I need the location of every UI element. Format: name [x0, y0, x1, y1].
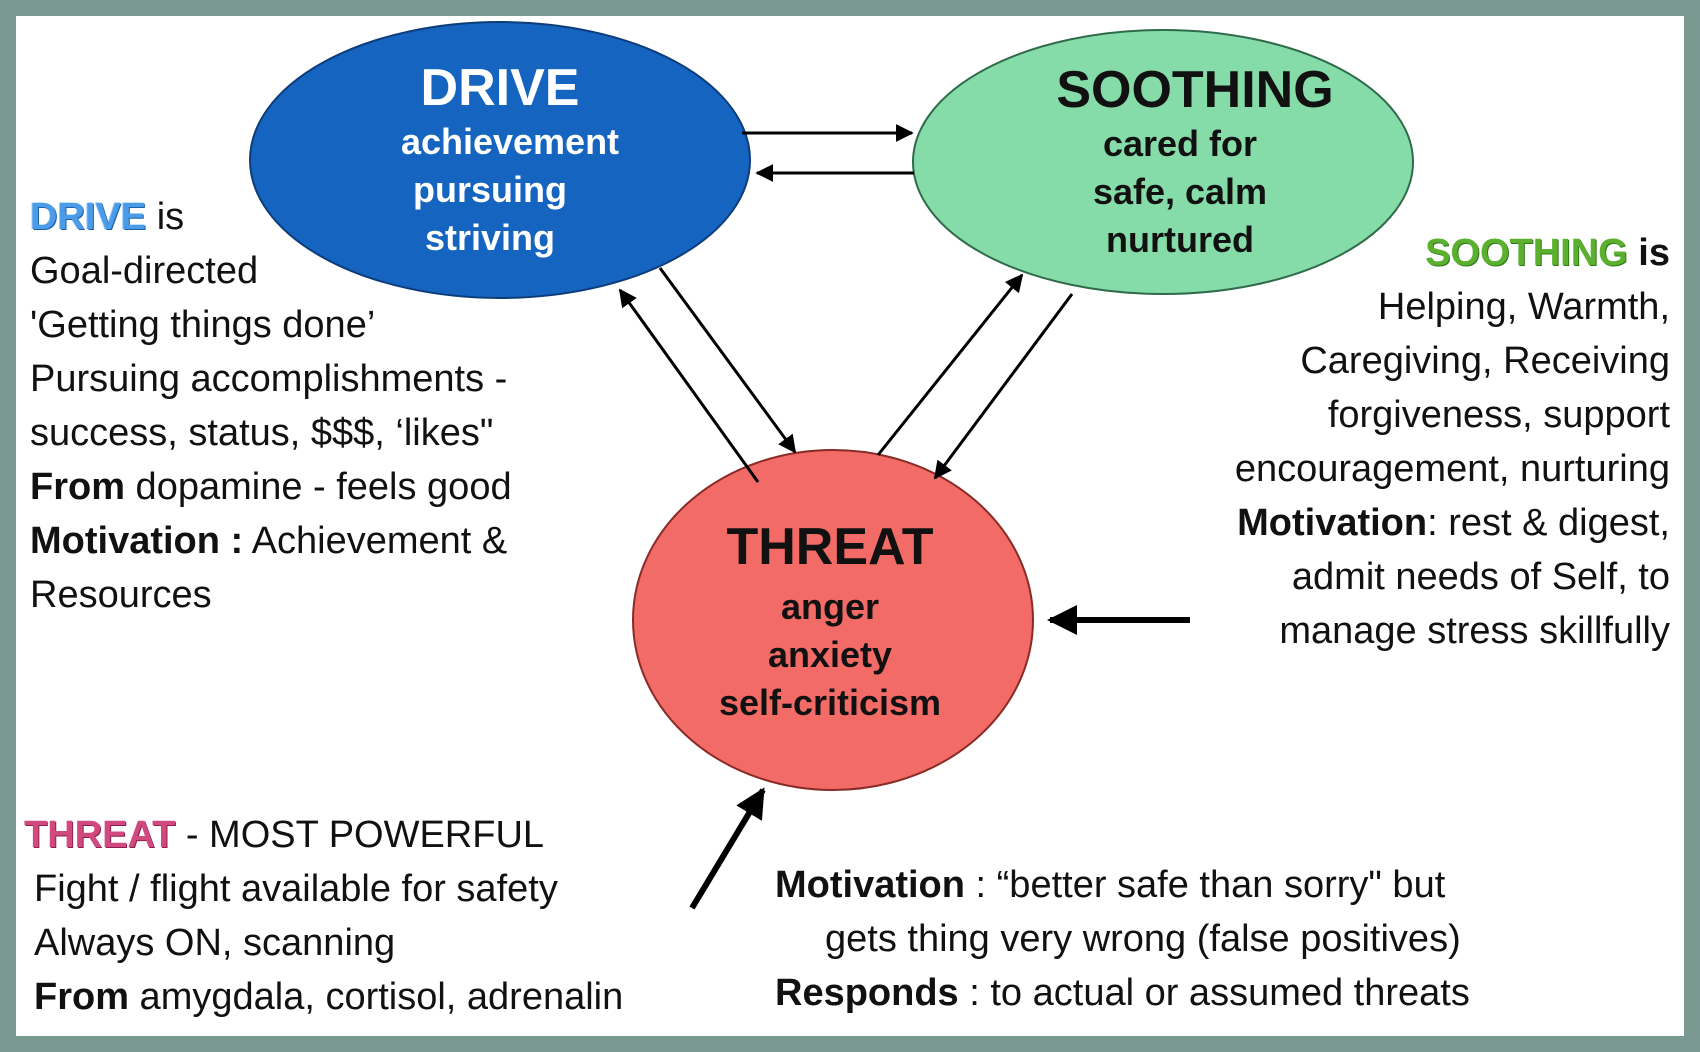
drive-from-label: From [30, 466, 125, 508]
drive-motivation-text: Achievement & [243, 520, 508, 562]
soothing-keyword-suffix: is [1627, 232, 1670, 274]
soothing-desc-line-4: encouragement, nurturing [1234, 448, 1670, 490]
threat-info-line-2: gets thing very wrong (false positives) [825, 918, 1461, 960]
drive-motivation-label: Motivation : [30, 520, 244, 562]
arrow-drive-to-threat [658, 267, 797, 454]
soothing-desc-line-2: Caregiving, Receiving [1300, 340, 1670, 382]
soothing-line-2: safe, calm [1092, 171, 1268, 212]
soothing-line-3: nurtured [1106, 219, 1254, 260]
soothing-ellipse [912, 29, 1414, 295]
threat-line-3: self-criticism [718, 682, 942, 723]
soothing-description: SOOTHING is Helping, Warmth, Caregiving,… [1235, 226, 1670, 658]
soothing-desc-line-7: manage stress skillfully [1279, 610, 1670, 652]
arrow-threat-to-drive [618, 288, 760, 483]
threat-node-label: THREAT anger anxiety self-criticism [680, 517, 980, 727]
drive-desc-line-7: Resources [30, 574, 212, 616]
soothing-node-label: SOOTHING cared for safe, calm nurtured [1010, 60, 1350, 264]
threat-responds-text: : to actual or assumed threats [958, 972, 1470, 1014]
drive-title: DRIVE [420, 59, 580, 117]
soothing-motivation-label: Motivation [1237, 502, 1428, 544]
arrow-threat-panel-to-threat [689, 787, 766, 910]
threat-motivation-label: Motivation [775, 864, 965, 906]
arrow-soothing-to-threat [933, 293, 1074, 480]
drive-node-label: DRIVE achievement pursuing striving [350, 58, 650, 262]
threat-responds-label: Responds [775, 972, 959, 1014]
soothing-desc-line-3: forgiveness, support [1327, 394, 1670, 436]
soothing-title: SOOTHING [1056, 61, 1334, 119]
threat-keyword-suffix: - MOST POWERFUL [175, 814, 545, 856]
drive-desc-line-4: success, status, $$$, ‘likes" [30, 412, 494, 454]
soothing-desc-line-6: admit needs of Self, to [1291, 556, 1670, 598]
threat-desc-line-1: Fight / flight available for safety [34, 868, 558, 910]
threat-line-1: anger [780, 586, 880, 627]
drive-description: DRIVE is Goal-directed 'Getting things d… [30, 190, 512, 622]
drive-desc-line-2: 'Getting things done’ [30, 304, 376, 346]
threat-description: THREAT - MOST POWERFUL Fight / flight av… [24, 808, 623, 1024]
drive-line-3: striving [424, 217, 556, 258]
soothing-line-1: cared for [1102, 123, 1258, 164]
threat-title: THREAT [726, 518, 934, 576]
threat-motivation-info: Motivation : “better safe than sorry" bu… [775, 858, 1470, 1020]
drive-desc-line-1: Goal-directed [30, 250, 259, 292]
threat-from-text: amygdala, cortisol, adrenalin [129, 976, 624, 1018]
arrow-threat-to-soothing [876, 273, 1024, 456]
threat-line-2: anxiety [767, 634, 893, 675]
threat-motivation-text: : “better safe than sorry" but [964, 864, 1446, 906]
drive-desc-line-3: Pursuing accomplishments - [30, 358, 508, 400]
threat-keyword: THREAT [24, 814, 176, 856]
drive-keyword: DRIVE [30, 196, 147, 238]
drive-keyword-suffix: is [146, 196, 185, 238]
threat-ellipse [632, 449, 1034, 791]
threat-from-label: From [34, 976, 129, 1018]
drive-ellipse [249, 21, 751, 299]
soothing-keyword: SOOTHING [1425, 232, 1628, 274]
drive-from-text: dopamine - feels good [125, 466, 512, 508]
drive-line-1: achievement [400, 121, 620, 162]
drive-line-2: pursuing [413, 169, 567, 210]
soothing-desc-line-1: Helping, Warmth, [1377, 286, 1670, 328]
threat-desc-line-2: Always ON, scanning [34, 922, 396, 964]
soothing-motivation-text: : rest & digest, [1427, 502, 1670, 544]
